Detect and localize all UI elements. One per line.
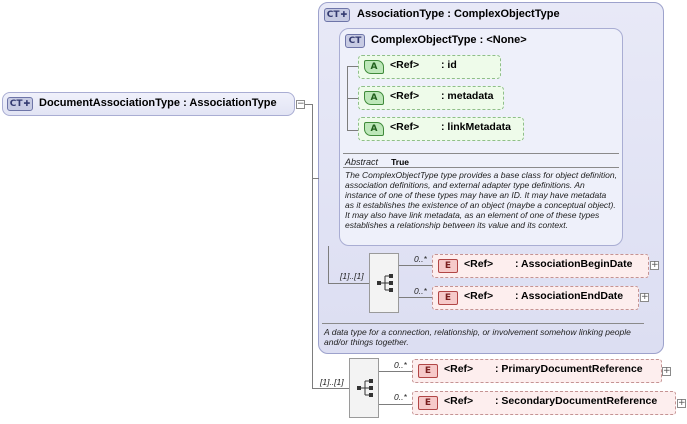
element-icon: E bbox=[418, 364, 438, 378]
root-connector bbox=[312, 104, 313, 388]
sequence-occurrence: [1]..[1] bbox=[340, 271, 364, 281]
element-ref-label: <Ref> bbox=[464, 290, 494, 302]
attribute-name: : metadata bbox=[441, 90, 494, 102]
expand-icon[interactable]: + bbox=[640, 292, 649, 302]
complex-type-icon: CT bbox=[345, 34, 365, 48]
element-association-end-date[interactable] bbox=[432, 286, 639, 310]
collapse-icon[interactable]: − bbox=[296, 99, 305, 109]
expand-icon[interactable]: + bbox=[650, 260, 659, 270]
sequence-branch bbox=[399, 265, 432, 266]
element-icon: E bbox=[418, 396, 438, 410]
element-name: : AssociationEndDate bbox=[515, 290, 624, 302]
association-documentation: A data type for a connection, relationsh… bbox=[324, 327, 631, 347]
document-association-type-title: DocumentAssociationType : AssociationTyp… bbox=[39, 97, 277, 109]
element-occurrence: 0..* bbox=[414, 286, 427, 296]
association-type-title: AssociationType : ComplexObjectType bbox=[357, 8, 560, 20]
attribute-connector bbox=[347, 130, 360, 131]
element-ref-label: <Ref> bbox=[444, 395, 474, 407]
complex-type-icon: CT✚ bbox=[7, 97, 33, 111]
expand-icon[interactable]: + bbox=[677, 398, 686, 408]
expand-icon[interactable]: + bbox=[662, 366, 671, 376]
attribute-ref-label: <Ref> bbox=[390, 59, 420, 71]
complex-object-type-title: ComplexObjectType : <None> bbox=[371, 34, 527, 46]
sequence-branch bbox=[379, 371, 412, 372]
sequence-connector bbox=[328, 283, 370, 284]
element-primary-document-reference[interactable] bbox=[412, 359, 662, 383]
attribute-ref-label: <Ref> bbox=[390, 90, 420, 102]
attribute-ref-label: <Ref> bbox=[390, 121, 420, 133]
element-occurrence: 0..* bbox=[394, 392, 407, 402]
root-connector bbox=[312, 178, 319, 179]
sequence-occurrence: [1]..[1] bbox=[320, 377, 344, 387]
complex-type-icon: CT✚ bbox=[324, 8, 350, 22]
element-association-begin-date[interactable] bbox=[432, 254, 649, 278]
element-icon: E bbox=[438, 291, 458, 305]
divider bbox=[343, 153, 619, 154]
attribute-name: : id bbox=[441, 59, 457, 71]
sequence-connector bbox=[328, 246, 329, 283]
complex-object-documentation: The ComplexObjectType type provides a ba… bbox=[345, 170, 617, 230]
document-association-type-box[interactable] bbox=[2, 92, 295, 116]
attribute-linkmetadata-box[interactable] bbox=[358, 117, 524, 141]
element-secondary-document-reference[interactable] bbox=[412, 391, 676, 415]
element-icon: E bbox=[438, 259, 458, 273]
sequence-branch bbox=[399, 297, 432, 298]
sequence-branch bbox=[379, 404, 412, 405]
sequence-icon bbox=[356, 378, 374, 398]
element-name: : AssociationBeginDate bbox=[515, 258, 633, 270]
attribute-connector bbox=[347, 98, 360, 99]
divider bbox=[322, 323, 644, 324]
root-connector bbox=[305, 104, 312, 105]
attribute-name: : linkMetadata bbox=[441, 121, 512, 133]
element-occurrence: 0..* bbox=[414, 254, 427, 264]
attribute-icon: A bbox=[364, 60, 384, 74]
attribute-icon: A bbox=[364, 122, 384, 136]
element-name: : SecondaryDocumentReference bbox=[495, 395, 658, 407]
element-occurrence: 0..* bbox=[394, 360, 407, 370]
divider bbox=[343, 167, 619, 168]
attribute-connector bbox=[347, 66, 360, 67]
attribute-icon: A bbox=[364, 91, 384, 105]
abstract-row: Abstract True bbox=[345, 156, 409, 168]
abstract-value: True bbox=[391, 157, 410, 167]
root-connector bbox=[312, 388, 349, 389]
attribute-id-box[interactable] bbox=[358, 55, 501, 79]
abstract-label: Abstract bbox=[345, 157, 379, 167]
element-ref-label: <Ref> bbox=[444, 363, 474, 375]
element-name: : PrimaryDocumentReference bbox=[495, 363, 643, 375]
sequence-icon bbox=[376, 273, 394, 293]
element-ref-label: <Ref> bbox=[464, 258, 494, 270]
